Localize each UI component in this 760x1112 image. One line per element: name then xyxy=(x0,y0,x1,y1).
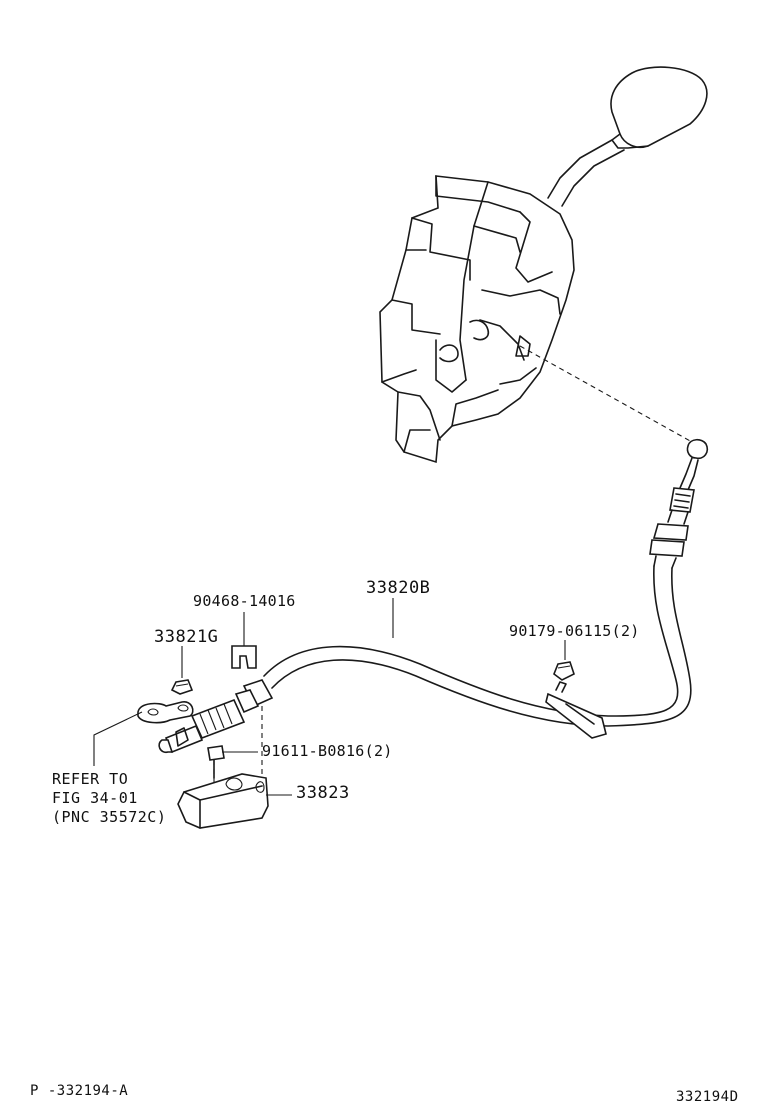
label-cable-assembly-part-number: 33820B xyxy=(366,578,431,598)
refer-note-line2: FIG 34-01 xyxy=(52,789,138,807)
bracket-icon xyxy=(177,773,269,829)
cable-end-leader xyxy=(519,345,693,443)
bolt-icon xyxy=(207,745,225,779)
cable-end-ball-joint-icon xyxy=(649,438,709,569)
shift-lever-housing-icon xyxy=(379,175,575,464)
nut-left-icon xyxy=(170,679,194,695)
cable-adjuster-icon xyxy=(158,679,274,754)
footer-right-code: 332194D xyxy=(676,1089,739,1105)
label-nut-right-part-number: 90179-06115(2) xyxy=(509,622,640,640)
refer-note-line1: REFER TO xyxy=(52,770,129,788)
label-bolt-part-number: 91611-B0816(2) xyxy=(262,742,393,760)
cable-clamp-icon xyxy=(545,681,607,739)
label-nut-left-part-number: 33821G xyxy=(154,627,219,647)
label-clip-part-number: 90468-14016 xyxy=(193,592,296,610)
footer-left-code: P -332194-A xyxy=(30,1083,129,1099)
clip-icon xyxy=(231,645,257,669)
label-leaders xyxy=(93,598,566,796)
refer-note-line3: (PNC 35572C) xyxy=(52,808,167,826)
shift-lever-link-icon xyxy=(137,701,194,747)
shift-cable-icon xyxy=(263,565,692,727)
label-bracket-part-number: 33823 xyxy=(296,783,350,803)
shift-knob-icon xyxy=(547,66,708,207)
nut-right-icon xyxy=(553,661,575,681)
